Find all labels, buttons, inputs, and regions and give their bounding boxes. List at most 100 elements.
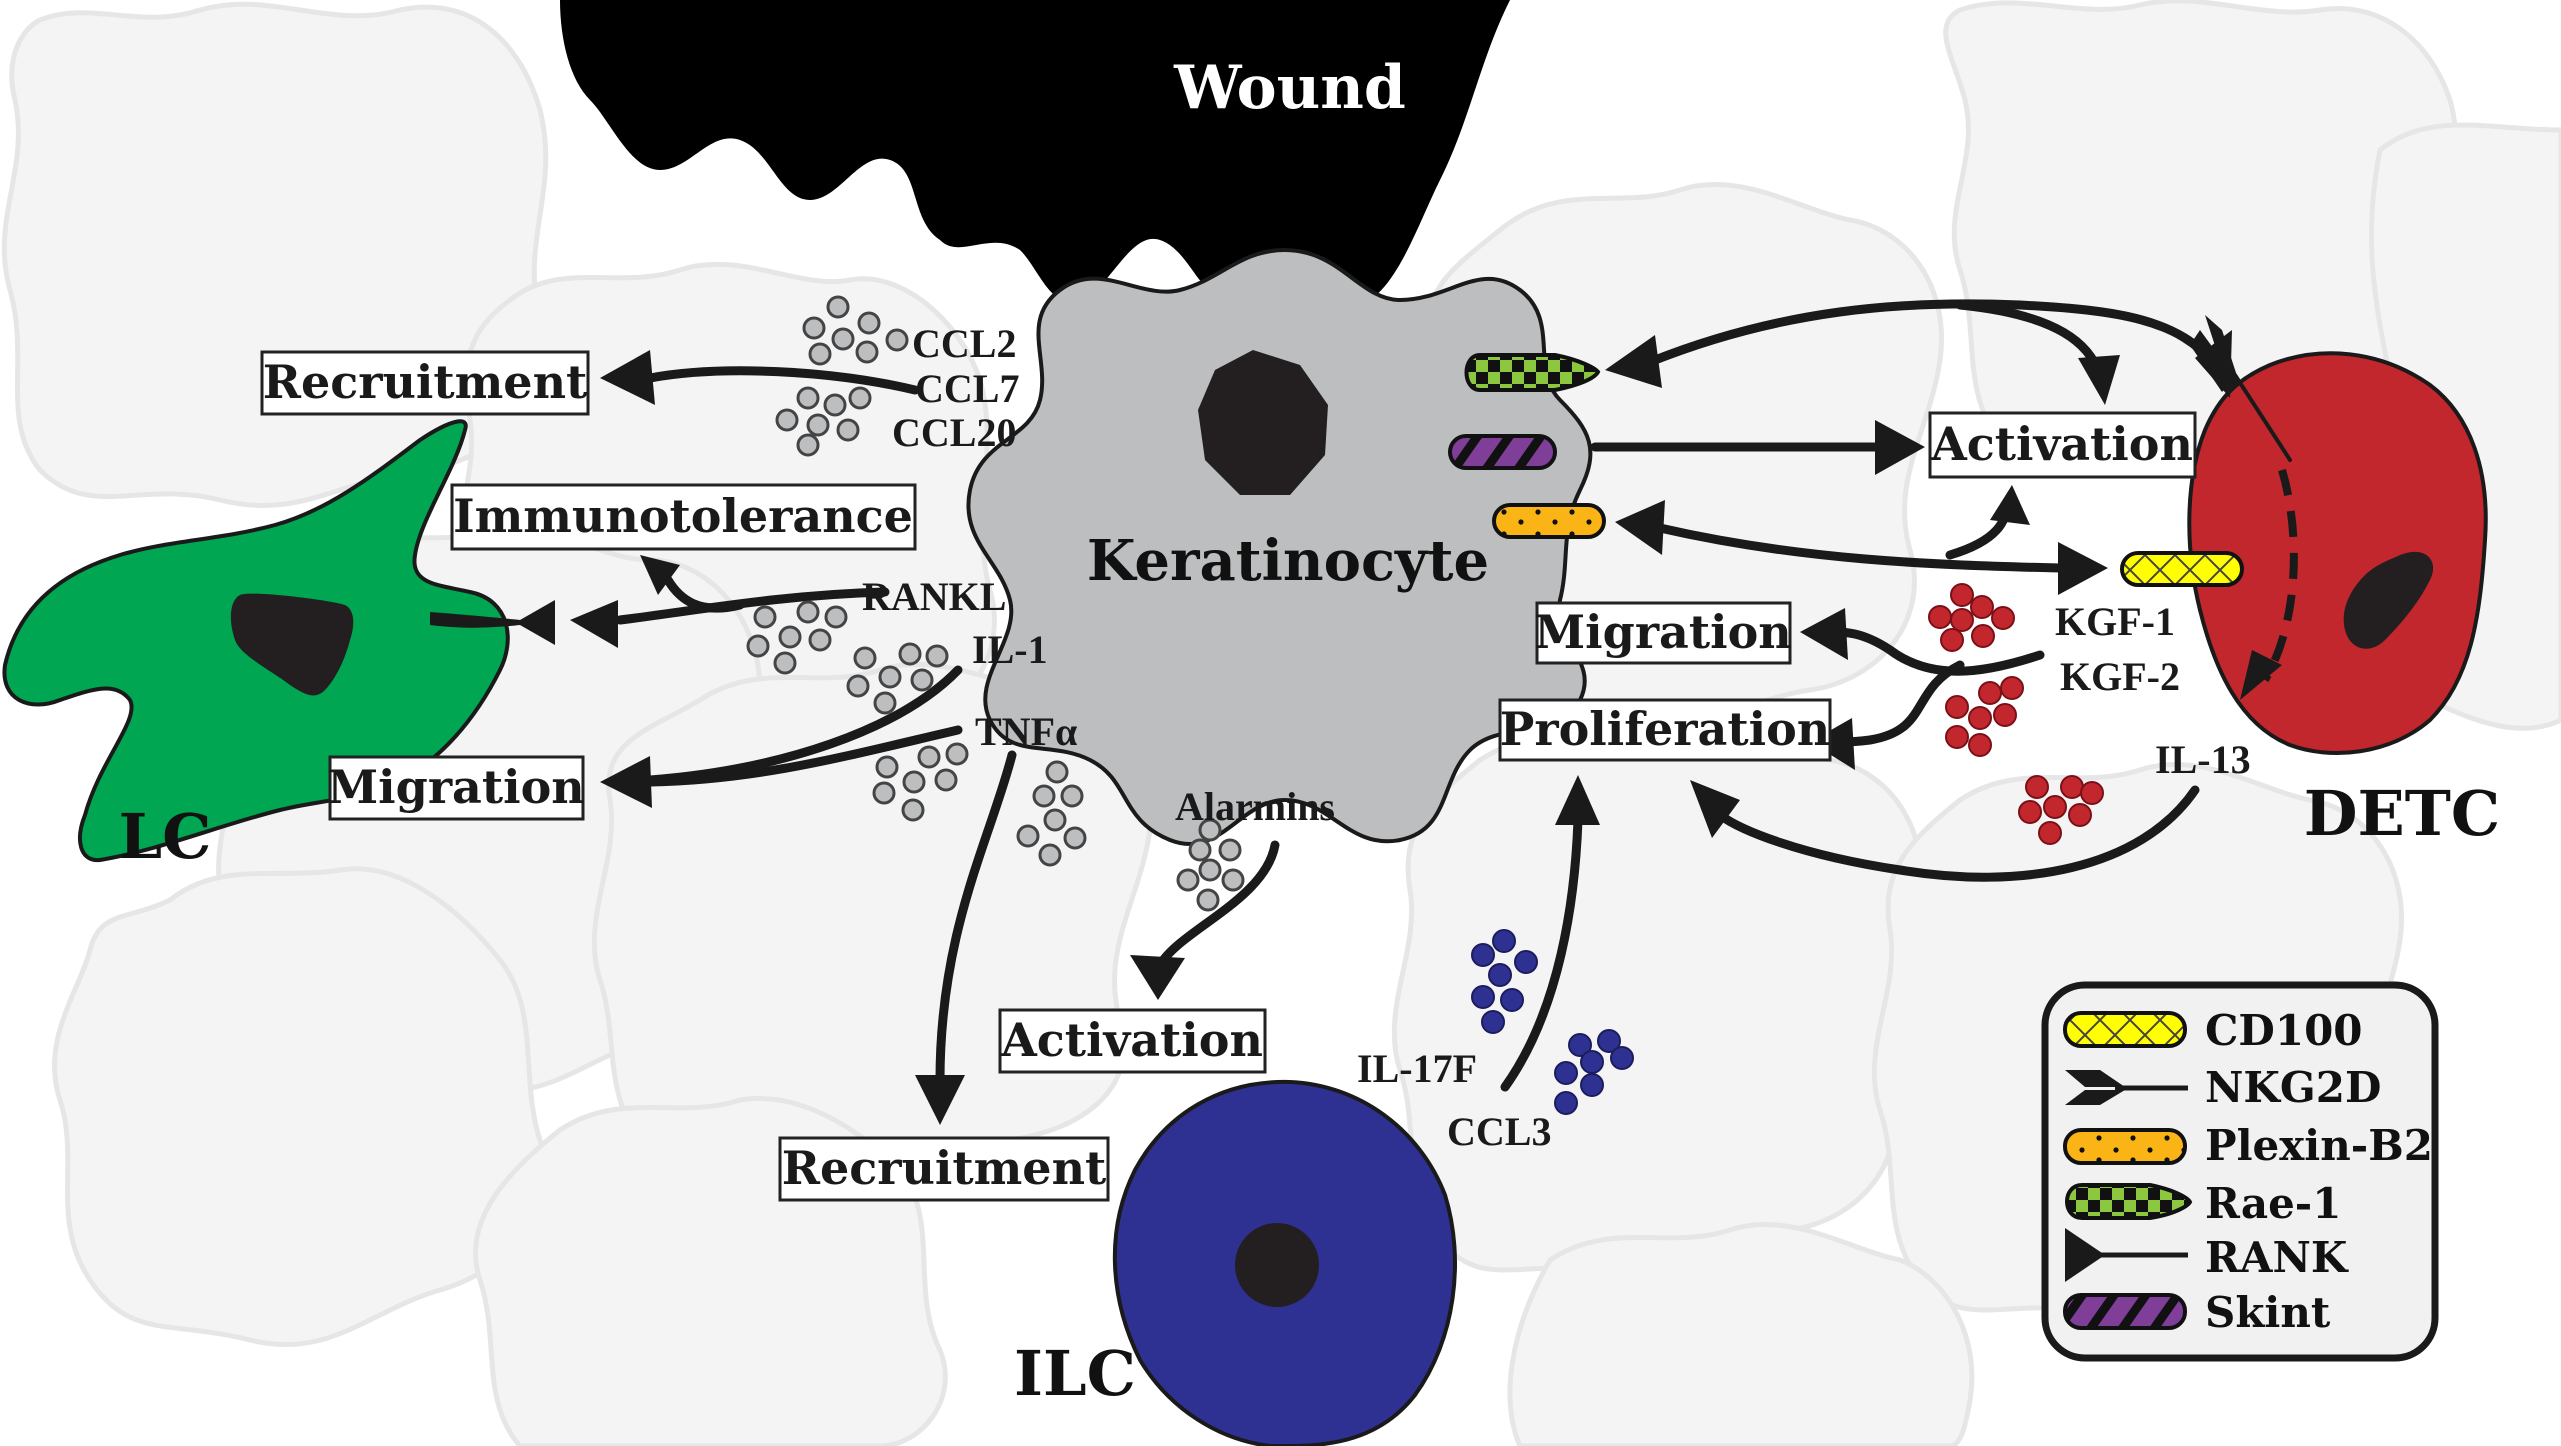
outcome-label: Activation [1000,1013,1263,1067]
legend-label: RANK [2205,1233,2349,1282]
outcome-label: Migration [1534,605,1791,659]
outcome-label: Immunotolerance [453,489,913,543]
legend-label: CD100 [2205,1006,2363,1055]
legend-label: Rae-1 [2205,1179,2341,1228]
arrowhead [1615,500,1665,555]
outcome-label: Recruitment [782,1141,1107,1195]
mediator-labels: CCL2 CCL7 CCL20 RANKL IL-1 TNFα Alarmins… [862,321,2251,1154]
skint-receptor-icon [2063,1293,2187,1330]
outcome-kc-migration: Migration [1534,601,1792,665]
lc-label: LC [119,800,212,873]
outcome-lc-migration: Migration [327,755,585,821]
arrowhead [1800,608,1848,660]
outcome-label: Activation [1930,417,2193,471]
arrow-rae1-nkg2d [1645,299,2220,370]
detc-label: DETC [2304,777,2501,850]
legend-box [2041,981,2439,1362]
arrowhead [570,600,618,648]
il17f-cluster [1471,929,1538,1034]
rae1-ligand-icon [2065,1183,2193,1220]
outcome-detc-activation: Activation [1928,411,2197,479]
arrow-plexin-cd100 [1655,523,2065,573]
detc-body [2187,351,2488,755]
outcomes: Recruitment Immunotolerance Migration Ac… [260,350,2197,1202]
mediator-il17f: IL-17F [1357,1046,1477,1091]
mediator-rankl: RANKL [862,574,1006,619]
outcome-kc-proliferation: Proliferation [1498,698,1832,762]
alarmins-cluster [1176,818,1245,912]
lc-cell: LC [2,419,555,873]
arrowhead [2078,355,2120,405]
plexin-b2-receptor-icon [1492,503,1606,539]
legend-label: NKG2D [2205,1063,2381,1112]
mediator-ccl2: CCL2 [912,321,1016,366]
nkg2d-dart-icon [2065,1070,2188,1105]
arrowhead [1690,780,1740,838]
mediator-kgf1: KGF-1 [2055,599,2175,644]
il1-cluster [846,642,949,715]
arrowhead [600,756,652,808]
arrowhead [1130,955,1185,1000]
wound-label: Wound [1173,53,1406,123]
ilc-cell: ILC [1014,1079,1457,1446]
keratinocyte: Keratinocyte [966,247,1606,847]
mediator-alarmins: Alarmins [1175,784,1335,829]
arrowhead [1810,718,1855,770]
arrowhead [1875,420,1925,475]
outcome-ilc-activation: Activation [998,1008,1267,1074]
lc-nucleus [230,593,354,696]
il13-cluster [2018,775,2104,845]
tnfa-cluster-left [872,742,969,822]
mediator-tnfa: TNFα [975,709,1077,754]
ilc-nucleus [1235,1223,1319,1307]
detc-nucleus [2343,551,2434,649]
tnfa-cluster-right [1016,760,1087,867]
arrow-il1-migration [645,665,963,785]
arrowhead [1990,485,2030,525]
legend: CD100 NKG2D Plexin-B2 Rae-1 RANK Skint [2041,981,2439,1362]
arrowhead [2195,330,2232,398]
ccl-cluster-bottom [775,386,872,457]
wound-shape [560,0,1510,305]
arrow-tnfa-migration [645,725,963,787]
outcome-label: Migration [327,760,584,814]
mediator-kgf2: KGF-2 [2060,654,2180,699]
outcome-label: Proliferation [1500,702,1830,756]
kgf2-cluster [1945,676,2024,757]
keratinocyte-body [966,247,1593,847]
rankl-cluster [746,600,848,675]
rae1-ligand-icon [1464,353,1601,392]
internal-signal-arrowhead [2240,650,2282,700]
arrow-ccl-recruitment [645,366,920,395]
arrow-alarmins-activation [1155,840,1280,970]
mediator-ccl7: CCL7 [915,366,1019,411]
outcome-lc-recruitment: Recruitment [260,350,590,416]
arrow-tnfa-recruitment [935,750,1017,1085]
arrowhead [2058,542,2108,595]
arrowhead [915,1075,965,1125]
arrowhead [1605,335,1662,388]
arrow-il17f-proliferation [1500,815,1583,1092]
arrows [570,299,2232,1125]
detc-cell: DETC [2120,315,2501,850]
outcome-label: Recruitment [263,355,588,409]
background-cell [1507,1222,1975,1446]
legend-label: Plexin-B2 [2205,1121,2433,1170]
rank-receptor-icon [2065,1228,2188,1282]
arrowhead [1555,775,1600,825]
arrowhead [640,555,680,595]
wound: Wound [560,0,1510,305]
cd100-receptor-icon [2120,551,2244,587]
kgf1-cluster [1928,583,2015,652]
cd100-receptor-icon [2063,1011,2187,1048]
plexin-b2-receptor-icon [2063,1128,2187,1165]
rank-receptor-icon [430,600,555,645]
ilc-label: ILC [1014,1337,1136,1410]
outcome-lc-immunotolerance: Immunotolerance [450,483,917,551]
mediator-ccl20: CCL20 [892,410,1016,455]
mediator-il13: IL-13 [2155,737,2251,782]
legend-label: Skint [2205,1288,2331,1337]
internal-signal-arrow [2261,468,2298,683]
keratinocyte-nucleus [1198,350,1328,495]
